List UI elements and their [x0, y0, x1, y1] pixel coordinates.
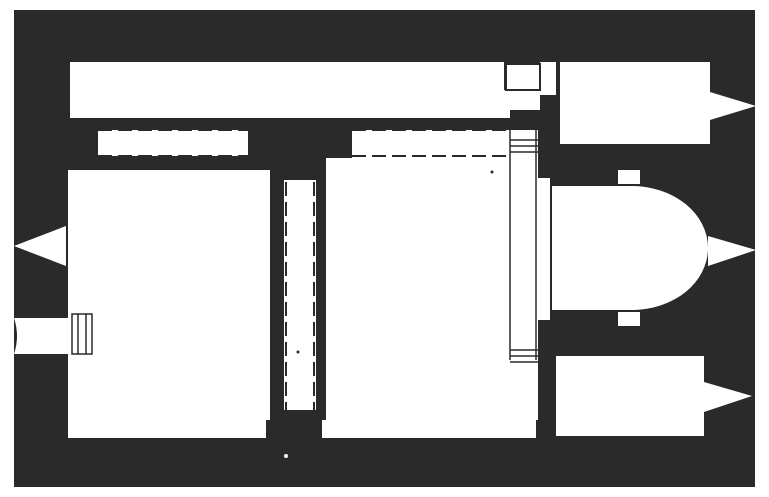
- marker-dot: [490, 170, 494, 174]
- east-hall: [326, 155, 550, 438]
- north-pier: [248, 128, 352, 158]
- stair-north: [510, 139, 540, 153]
- southeast-window: [704, 382, 752, 412]
- northeast-recess: [505, 63, 541, 91]
- stair-south: [510, 349, 540, 363]
- west-door-frame: [71, 313, 93, 355]
- west-hall: [68, 170, 270, 438]
- south-pier: [278, 410, 322, 437]
- apse-niche-bottom: [618, 312, 640, 326]
- northeast-chamber: [560, 62, 710, 144]
- central-passage: [284, 180, 316, 412]
- southeast-chamber: [556, 356, 704, 436]
- northeast-window: [710, 92, 756, 120]
- west-entrance-jamb: [14, 318, 17, 354]
- north-corridor: [70, 62, 556, 118]
- apse-window: [708, 236, 756, 266]
- west-entrance: [0, 318, 72, 354]
- west-corner-pier: [70, 118, 96, 170]
- apse: [552, 186, 708, 310]
- marker-dot-2: [296, 350, 300, 354]
- south-gap-west: [322, 420, 512, 438]
- marker-dot-3: [284, 454, 288, 458]
- south-gap-east: [512, 420, 536, 438]
- apse-niche-top: [618, 170, 640, 184]
- west-window: [14, 226, 66, 266]
- east-side-strip: [508, 130, 538, 420]
